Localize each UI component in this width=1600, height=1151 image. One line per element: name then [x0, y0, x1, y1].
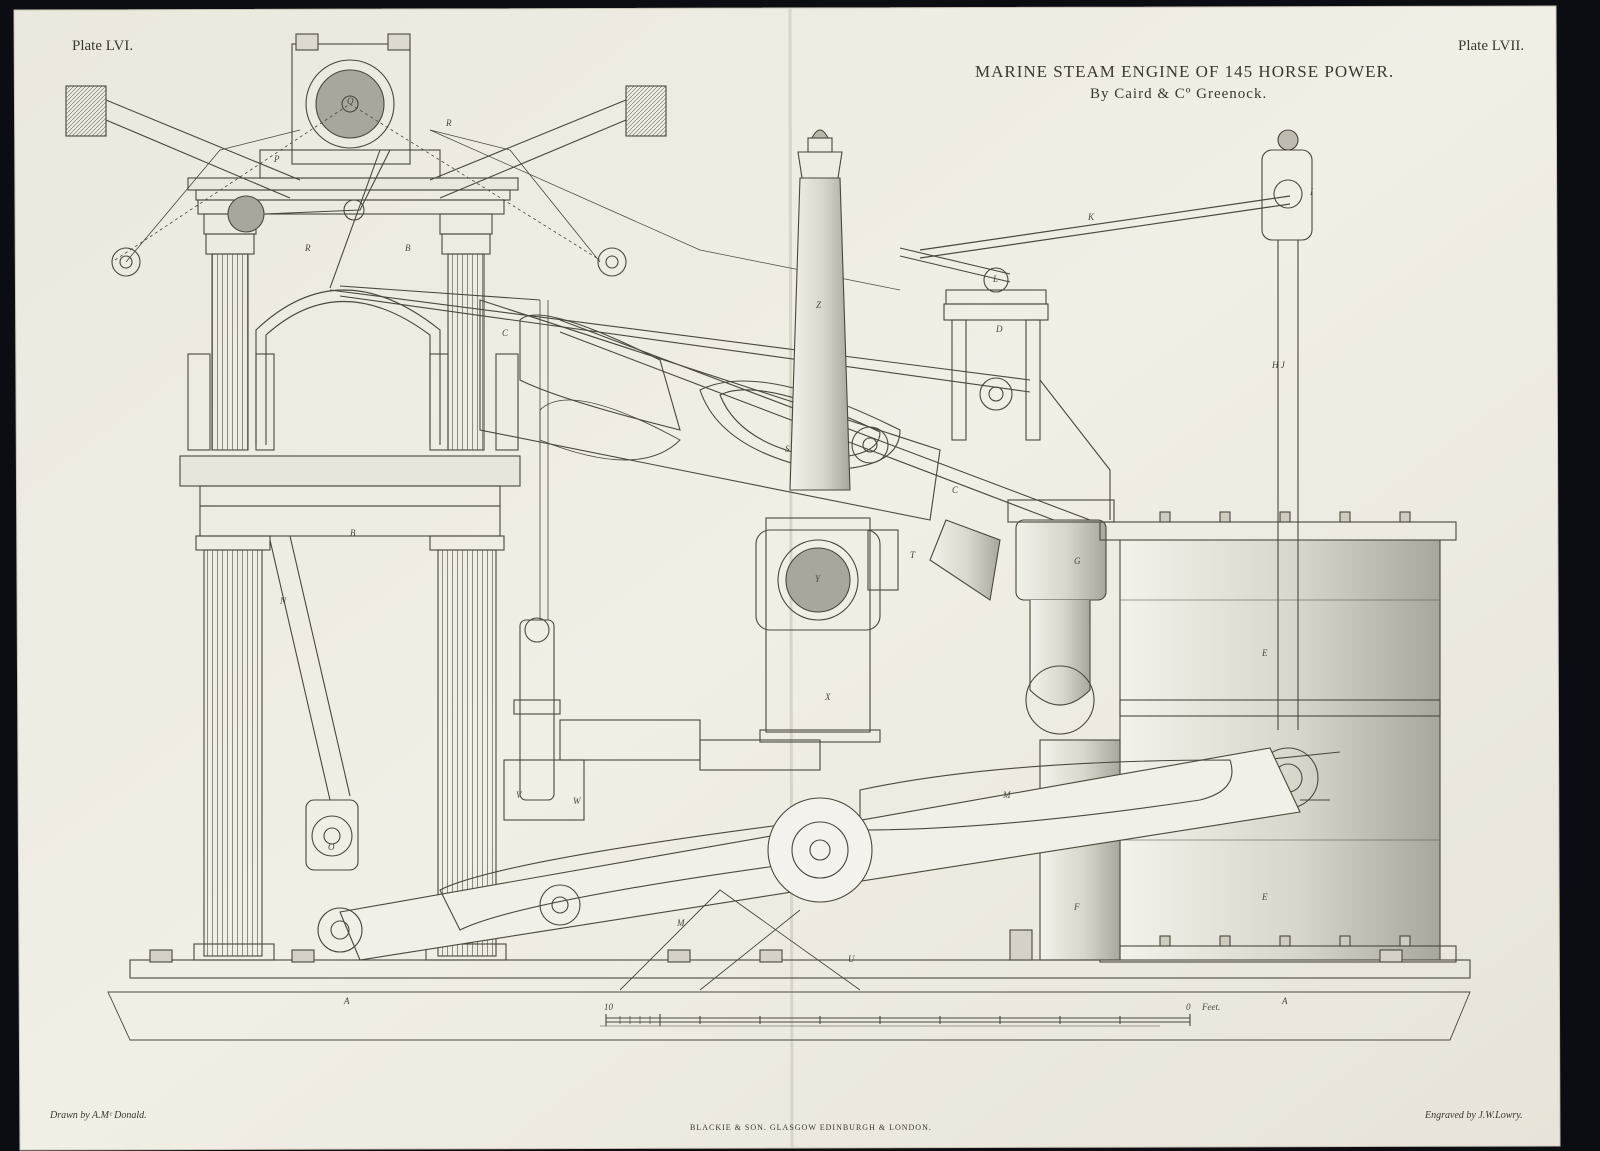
part-label-i: I: [1310, 187, 1313, 197]
part-label-a2: A: [1282, 996, 1288, 1006]
eccentric-rod-upper: [329, 289, 1031, 393]
part-label-x: X: [825, 692, 831, 702]
part-label-y: Y: [815, 574, 821, 584]
casing-x: [755, 517, 899, 743]
part-label-b2: B: [350, 528, 356, 538]
part-label-o: O: [328, 842, 335, 852]
base-plate-a: [107, 959, 1471, 1041]
part-label-v: V: [516, 790, 522, 800]
part-label-f: F: [1074, 902, 1080, 912]
base-bolts: [149, 929, 1403, 963]
plate-number-left: Plate LVI.: [72, 38, 134, 54]
part-label-m1: M: [1003, 790, 1011, 800]
part-label-l: L: [993, 274, 999, 284]
connecting-rod-n: [269, 535, 363, 953]
entablature-frame: [179, 177, 521, 961]
part-label-a1: A: [344, 996, 350, 1006]
plate-subtitle: By Caird & Cº Greenock.: [1090, 86, 1268, 102]
scale-bar: [605, 1014, 1191, 1026]
part-label-g: G: [1074, 556, 1081, 566]
part-label-z: Z: [816, 300, 822, 310]
part-label-d: D: [996, 324, 1003, 334]
air-pump-vw: [503, 300, 821, 821]
scale-unit-label: Feet.: [1202, 1002, 1221, 1012]
top-valve-gear: [65, 33, 901, 301]
drawn-by-credit: Drawn by A.Mᶜ Donald.: [50, 1110, 147, 1121]
side-lever-m: [339, 747, 1301, 991]
plate-number-right: Plate LVII.: [1458, 38, 1525, 54]
part-label-b1: B: [405, 243, 411, 253]
part-label-c2: C: [952, 485, 959, 495]
scale-start-label: 10: [604, 1002, 613, 1012]
part-label-k: K: [1088, 212, 1095, 222]
part-label-r2: R: [305, 243, 311, 253]
publisher-imprint: BLACKIE & SON. GLASGOW EDINBURGH & LONDO…: [690, 1123, 932, 1132]
part-label-e2: E: [1262, 892, 1268, 902]
engraved-by-credit: Engraved by J.W.Lowry.: [1425, 1110, 1523, 1121]
plate-title: MARINE STEAM ENGINE OF 145 HORSE POWER.: [975, 62, 1395, 81]
part-label-n: N: [280, 596, 287, 606]
part-label-t: T: [910, 550, 916, 560]
part-label-m2: M: [677, 918, 685, 928]
part-label-s: S: [785, 444, 790, 454]
part-label-w: W: [573, 796, 581, 806]
part-label-e1: E: [1262, 648, 1268, 658]
valve-chest-g: [929, 499, 1115, 735]
part-label-p: P: [274, 154, 280, 164]
governor-tower-d: [899, 247, 1111, 520]
part-label-c1: C: [502, 328, 509, 338]
part-label-q: Q: [347, 96, 354, 106]
funnel-column-z: [789, 129, 851, 491]
part-label-hj: H J: [1272, 360, 1285, 370]
scale-end-label: 0: [1186, 1002, 1191, 1012]
part-label-u: U: [848, 954, 855, 964]
part-label-r1: R: [446, 118, 452, 128]
flange-bolts: [1159, 511, 1411, 947]
